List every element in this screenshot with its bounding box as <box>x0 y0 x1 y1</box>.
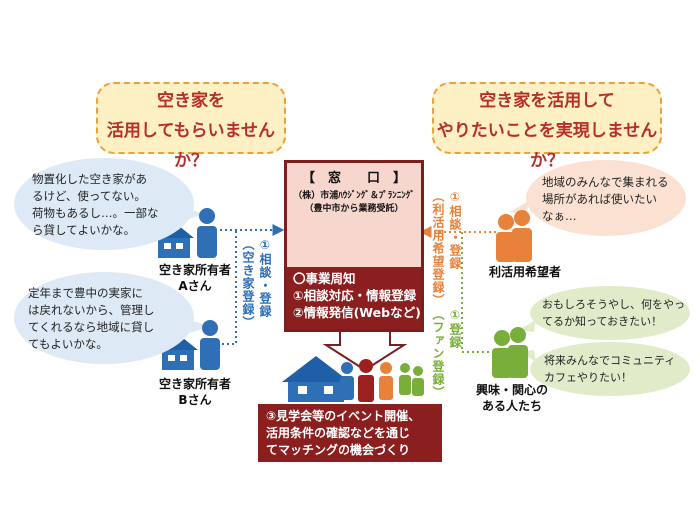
window-item-1: 〇事業周知 <box>293 271 356 286</box>
window-item-3: ②情報発信(Webなど) <box>293 305 421 320</box>
owner-a-label: 空き家所有者 Aさん <box>140 262 250 294</box>
window-company: （株）市浦ﾊｳｼﾞﾝｸﾞ＆ﾌﾟﾗﾝﾆﾝｸﾞ <box>293 191 415 201</box>
matching-user-person <box>379 362 393 400</box>
owner-a-bubble-line3: 荷物もあるし…。一部な <box>32 206 159 220</box>
user-bubble-line3: なぁ… <box>542 209 577 223</box>
owner-a-bubble-line1: 物置化した空き家があ <box>32 172 147 186</box>
matching-box: ③見学会等のイベント開催、 活用条件の確認などを通じ てマッチングの機会づくり <box>258 404 442 462</box>
user-bubble-line2: 場所があれば使いたい <box>542 192 657 206</box>
interested-bubble-2: 将来みんなでコミュニティ カフェやりたい！ <box>530 342 690 396</box>
owner-b-connector <box>222 230 237 345</box>
owner-a-label-line2: Aさん <box>178 279 212 293</box>
owner-a-bubble-line2: るけど、使ってない。 <box>32 189 146 203</box>
left-callout-line2: 活用してもらいませんか？ <box>106 121 276 171</box>
window-title: 【 窓 口 】 <box>301 171 406 186</box>
user-label: 利活用希望者 <box>488 265 561 279</box>
window-items: 〇事業周知 ①相談対応・情報登録 ②情報発信(Webなど) <box>287 267 421 329</box>
right-callout-line1: 空き家を活用して <box>479 91 615 111</box>
user-flow-line1: ①相談・登録 <box>448 190 462 270</box>
fan-flow-line1: ①登録 <box>448 308 462 349</box>
bubble-user-tail <box>510 200 530 214</box>
interested-label-line1: 興味・関心の <box>475 383 548 397</box>
interested-connector <box>461 232 494 353</box>
owner-b-person <box>200 320 220 370</box>
interested-bubble-1-line1: おもしろそうやし、何をやっ <box>542 298 685 311</box>
window-box: 【 窓 口 】 （株）市浦ﾊｳｼﾞﾝｸﾞ＆ﾌﾟﾗﾝﾆﾝｸﾞ （豊中市から業務受託… <box>284 160 424 332</box>
matching-line3: てマッチングの機会づくり <box>266 443 411 457</box>
owner-b-bubble-line1: 定年まで豊中の実家に <box>28 286 143 300</box>
user-bubble-line1: 地域のみんなで集まれる <box>542 175 669 189</box>
user-flow-label: ①相談・登録 （利活用希望登録） <box>430 190 462 307</box>
owner-b-label-line2: Bさん <box>178 393 212 407</box>
matching-green-people <box>399 363 424 396</box>
owner-a-bubble-line4: ら貸してよいかな。 <box>32 223 136 237</box>
left-callout-line1: 空き家を <box>157 91 225 111</box>
interested-bubble-1: おもしろそうやし、何をやっ てるか知っておきたい！ <box>530 286 690 340</box>
interested-label: 興味・関心の ある人たち <box>462 382 562 414</box>
fan-flow-label: ①登録 （ファン登録） <box>430 308 462 399</box>
down-arrow <box>322 329 408 372</box>
interested-bubble-2-line1: 将来みんなでコミュニティ <box>544 354 676 367</box>
owner-b-label-line1: 空き家所有者 <box>158 377 231 391</box>
owner-a-person <box>197 208 217 258</box>
fan-flow-line2: （ファン登録） <box>431 308 445 399</box>
owner-b-bubble-line2: は戻れないから、管理し <box>28 303 155 317</box>
matching-line1: ③見学会等のイベント開催、 <box>266 409 421 423</box>
right-callout-line2: やりたいことを実現しませんか？ <box>436 121 658 171</box>
owner-b-bubble-line4: てもよいかな。 <box>28 337 108 351</box>
user-bubble: 地域のみんなで集まれる 場所があれば使いたい なぁ… <box>526 160 686 236</box>
interested-bubble-1-line2: てるか知っておきたい！ <box>542 315 663 328</box>
owner-b-bubble: 定年まで豊中の実家に は戻れないから、管理し てくれるなら地域に貸し てもよいか… <box>14 272 194 364</box>
interested-label-line2: ある人たち <box>481 399 542 413</box>
interested-group <box>492 327 528 378</box>
matching-staff-person <box>358 359 374 402</box>
owner-b-label: 空き家所有者 Bさん <box>140 376 250 408</box>
matching-house <box>282 356 350 402</box>
owner-a-label-line1: 空き家所有者 <box>158 263 231 277</box>
right-callout: 空き家を活用して やりたいことを実現しませんか？ <box>432 82 662 171</box>
owner-flow-line2: （空き家登録） <box>241 238 255 329</box>
user-group <box>496 210 532 262</box>
window-item-2: ①相談対応・情報登録 <box>293 288 417 303</box>
window-note: （豊中市から業務受託） <box>304 204 404 214</box>
owner-b-bubble-line3: てくれるなら地域に貸し <box>28 320 155 334</box>
owner-flow-label: ①相談・登録 （空き家登録） <box>240 238 272 329</box>
owner-a-bubble: 物置化した空き家があ るけど、使ってない。 荷物もあるし…。一部な ら貸してよい… <box>14 158 194 250</box>
left-callout: 空き家を 活用してもらいませんか？ <box>96 82 286 171</box>
owner-flow-line1: ①相談・登録 <box>258 238 272 318</box>
user-flow-line2: （利活用希望登録） <box>431 190 445 307</box>
matching-line2: 活用条件の確認などを通じ <box>266 426 411 440</box>
interested-bubble-2-line2: カフェやりたい！ <box>544 371 632 384</box>
matching-owner-person <box>340 362 354 400</box>
